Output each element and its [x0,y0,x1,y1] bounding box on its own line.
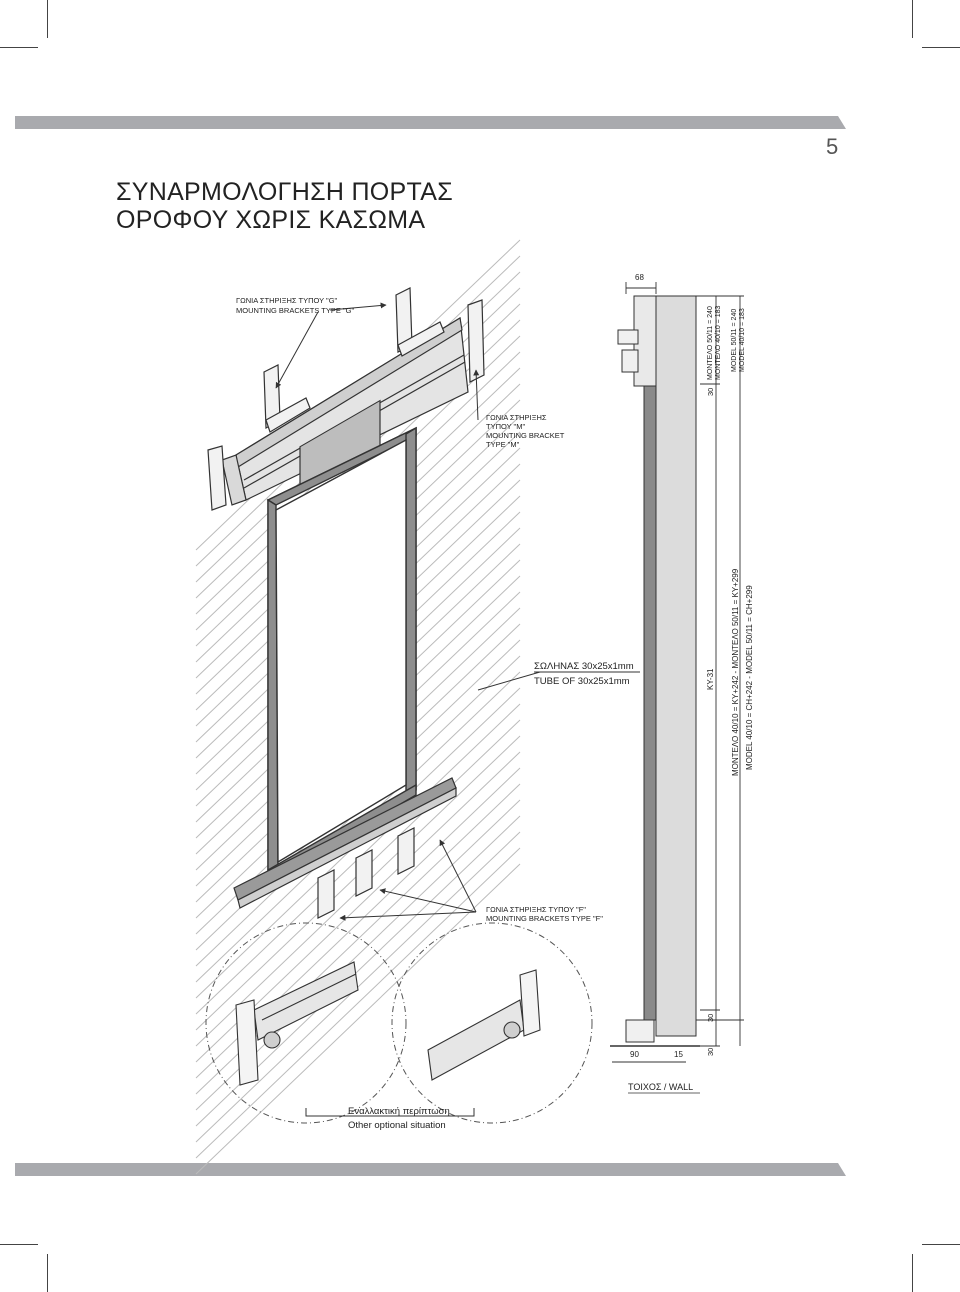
label-tube-gr: ΣΩΛΗΝΑΣ 30x25x1mm [534,661,634,672]
detail-left-content [235,961,359,1086]
footer-bar-shape [15,1163,846,1176]
label-optional-en: Other optional situation [348,1120,446,1131]
bracket-m [467,299,485,383]
crop-mark [47,1254,48,1292]
page-title-line-1: ΣΥΝΑΡΜΟΛΟΓΗΣΗ ΠΟΡΤΑΣ [116,178,453,206]
label-wall: ΤΟΙΧΟΣ / WALL [628,1082,693,1092]
dim-total-gr: ΜΟΝΤΕΛΟ 40/10 = KY+242 - ΜΟΝΤΕΛΟ 50/11 =… [731,568,740,776]
dim-header-model-gr1: ΜΟΝΤΕΛΟ 50/11 = 240 [707,306,714,380]
crop-mark [922,1244,960,1245]
label-bracket-m-en2: TYPE "M" [486,440,520,449]
label-bracket-m-gr2: ΤΥΠΟΥ "M" [486,422,525,431]
dim-bottom-gap: 30 [706,1014,715,1022]
section-view [610,295,700,1047]
brick-course-line [195,863,521,1175]
crop-mark [912,0,913,38]
label-optional-gr: Εναλλακτική περίπτωση [348,1106,450,1117]
crop-mark [922,47,960,48]
dimension-lines [612,282,744,1063]
crop-mark [0,47,38,48]
dim-total-en: MODEL 40/10 = CH+242 - MODEL 50/11 = CH+… [745,585,754,770]
crop-mark [47,0,48,38]
label-bracket-m-gr1: ΓΩΝΙΑ ΣΤΗΡΙΞΗΣ [486,413,547,422]
callout-leaders [275,302,541,921]
label-bracket-m-en1: MOUNTING BRACKET [486,431,565,440]
dim-top-width: 68 [635,273,644,282]
label-bracket-f-en: MOUNTING BRACKETS TYPE "F" [486,914,603,923]
label-bracket-g-en: MOUNTING BRACKETS TYPE "G" [236,306,354,315]
side-bracket [207,445,227,511]
label-bracket-f-gr: ΓΩΝΙΑ ΣΤΗΡΙΞΗΣ ΤΥΠΟΥ "F" [486,905,586,914]
dim-floor-gap: 30 [706,1048,715,1056]
crop-mark [912,1254,913,1292]
bracket-f [317,827,415,919]
dim-top-gap: 30 [706,388,715,396]
bottom-rail [233,777,457,909]
header-rail-assembly [221,316,469,506]
dim-header-model-en1: MODEL 50/11 = 240 [731,309,738,372]
page-title: ΣΥΝΑΡΜΟΛΟΓΗΣΗ ΠΟΡΤΑΣ ΟΡΟΦΟΥ ΧΩΡΙΣ ΚΑΣΩΜΑ [116,178,453,234]
brick-course-line [195,847,521,1159]
bracket-g [263,287,445,433]
dim-clear-height: KY-31 [706,668,715,690]
detail-right-content [427,969,541,1081]
label-tube-en: TUBE OF 30x25x1mm [534,676,630,687]
dim-header-model-gr2: ΜΟΝΤΕΛΟ 40/10 = 183 [715,306,722,380]
header-bar-shape [15,116,846,129]
dim-bottom-width: 90 [630,1050,639,1059]
page-number: 5 [826,134,839,159]
detail-circle-right [391,922,593,1124]
crop-mark [0,1244,38,1245]
page-title-line-2: ΟΡΟΦΟΥ ΧΩΡΙΣ ΚΑΣΩΜΑ [116,206,426,234]
label-bracket-g-gr: ΓΩΝΙΑ ΣΤΗΡΙΞΗΣ ΤΥΠΟΥ "G" [236,296,338,305]
dim-header-model-en2: MODEL 40/10 = 183 [739,308,746,372]
optional-situation-bracket [305,1108,475,1117]
dim-bottom-offset: 15 [674,1050,683,1059]
detail-circle-left [205,922,407,1124]
